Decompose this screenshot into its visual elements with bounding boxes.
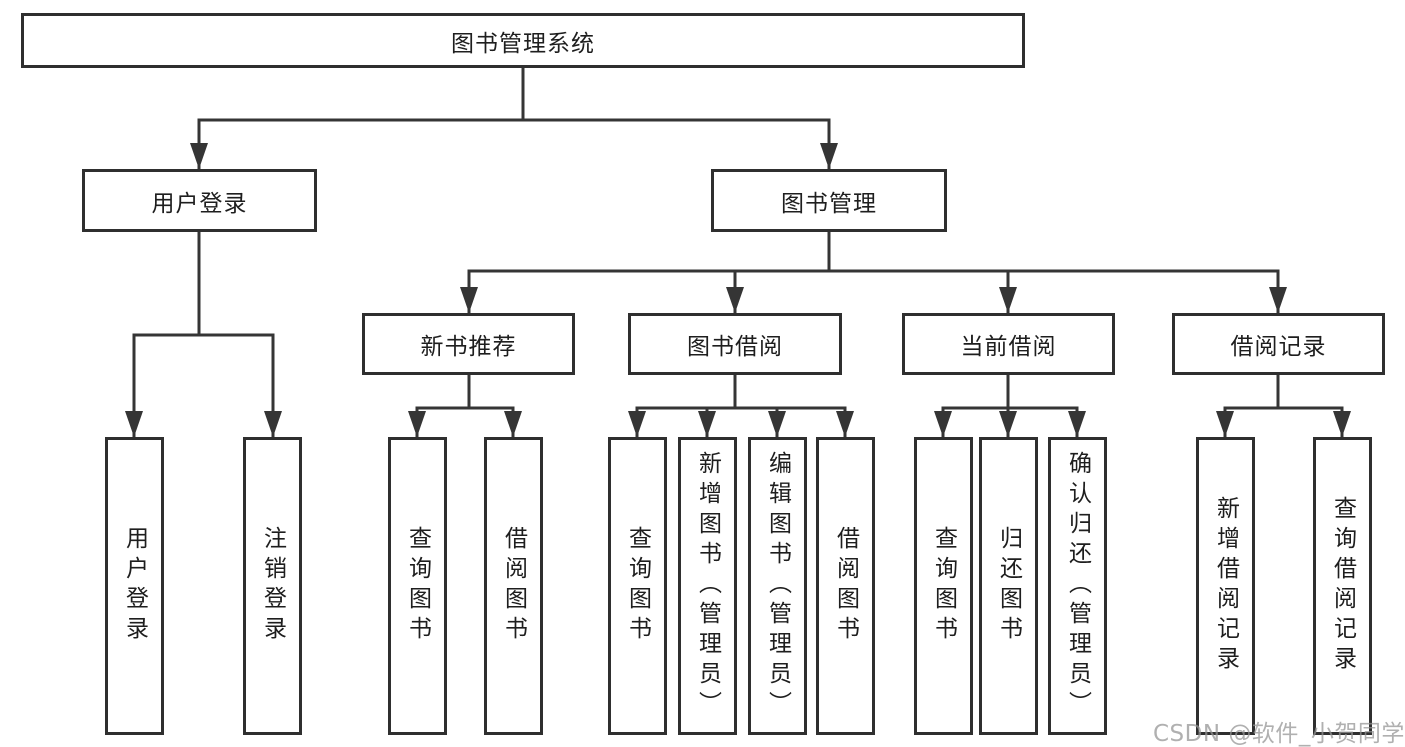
leaf-label: 查询图书 xyxy=(404,526,431,646)
arrowhead-icon xyxy=(820,143,838,169)
node-user-login: 用户登录 xyxy=(82,169,317,232)
node-book-management: 图书管理 xyxy=(711,169,947,232)
leaf-records-add-record: 新增借阅记录 xyxy=(1196,437,1255,735)
leaf-borrow-add-books-admin: 新增图书（管理员） xyxy=(678,437,737,735)
arrowhead-icon xyxy=(768,411,786,437)
leaf-label: 用户登录 xyxy=(121,526,148,646)
leaf-label: 查询图书 xyxy=(624,526,651,646)
leaf-label: 查询借阅记录 xyxy=(1329,496,1356,676)
arrowhead-icon xyxy=(934,411,952,437)
leaf-label: 确认归还（管理员） xyxy=(1064,451,1091,721)
arrowhead-icon xyxy=(504,411,522,437)
node-borrow-records: 借阅记录 xyxy=(1172,313,1385,375)
tree-connector-path xyxy=(132,68,1344,437)
arrowhead-icon xyxy=(190,143,208,169)
node-label: 新书推荐 xyxy=(420,334,517,360)
leaf-label: 新增图书（管理员） xyxy=(694,451,721,721)
arrowhead-icon xyxy=(726,287,744,313)
leaf-current-return-books: 归还图书 xyxy=(979,437,1038,735)
node-label: 用户登录 xyxy=(151,190,248,217)
leaf-current-query-books: 查询图书 xyxy=(914,437,973,735)
node-current-borrowing: 当前借阅 xyxy=(902,313,1115,375)
node-new-book-recommend: 新书推荐 xyxy=(362,313,575,375)
leaf-label: 新增借阅记录 xyxy=(1212,496,1239,676)
arrowhead-icon xyxy=(125,411,143,437)
arrowhead-icon xyxy=(264,411,282,437)
leaf-label: 借阅图书 xyxy=(500,526,527,646)
arrowhead-icon xyxy=(628,411,646,437)
arrowhead-icon xyxy=(408,411,426,437)
node-label: 借阅记录 xyxy=(1230,334,1327,360)
leaf-label: 归还图书 xyxy=(995,526,1022,646)
arrowhead-icon xyxy=(999,287,1017,313)
leaf-newrec-query-books: 查询图书 xyxy=(388,437,447,735)
leaf-newrec-borrow-books: 借阅图书 xyxy=(484,437,543,735)
arrowhead-icon xyxy=(460,287,478,313)
arrowhead-icon xyxy=(1333,411,1351,437)
leaf-label: 借阅图书 xyxy=(832,526,859,646)
node-label: 图书借阅 xyxy=(687,334,783,360)
node-library-management-system: 图书管理系统 xyxy=(21,13,1025,68)
arrowhead-icon xyxy=(999,411,1017,437)
leaf-label: 查询图书 xyxy=(930,526,957,646)
leaf-label: 注销登录 xyxy=(259,526,286,646)
leaf-logout: 注销登录 xyxy=(243,437,302,735)
node-label: 图书管理 xyxy=(781,190,877,217)
arrowhead-icon xyxy=(836,411,854,437)
arrowhead-icon xyxy=(1216,411,1234,437)
leaf-label: 编辑图书（管理员） xyxy=(764,451,791,721)
csdn-watermark: CSDN @软件_小贺同学 xyxy=(1153,721,1405,747)
leaf-borrow-edit-books-admin: 编辑图书（管理员） xyxy=(748,437,807,735)
leaf-records-query-record: 查询借阅记录 xyxy=(1313,437,1372,735)
arrowhead-icon xyxy=(698,411,716,437)
arrowhead-icon xyxy=(1068,411,1086,437)
leaf-borrow-borrow-books: 借阅图书 xyxy=(816,437,875,735)
leaf-current-confirm-return-admin: 确认归还（管理员） xyxy=(1048,437,1107,735)
node-book-borrowing: 图书借阅 xyxy=(628,313,842,375)
arrowhead-group xyxy=(125,143,1351,437)
leaf-borrow-query-books: 查询图书 xyxy=(608,437,667,735)
node-label: 图书管理系统 xyxy=(451,30,595,57)
leaf-user-login: 用户登录 xyxy=(105,437,164,735)
node-label: 当前借阅 xyxy=(960,334,1057,360)
arrowhead-icon xyxy=(1269,287,1287,313)
